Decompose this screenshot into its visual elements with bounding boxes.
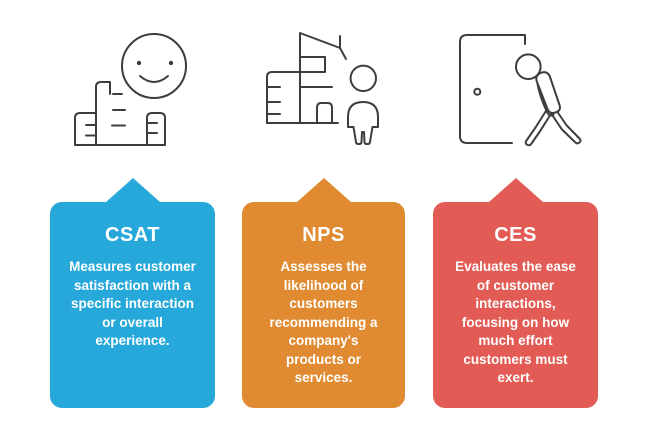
- csat-card-description: Measures customer satisfaction with a sp…: [69, 259, 196, 348]
- survey-left-box: [74, 112, 97, 146]
- survey-right-ticks: [146, 122, 158, 134]
- ces-card-pointer: [488, 178, 543, 202]
- smiley-right-eye: [168, 60, 174, 66]
- nps-card-description: Assesses the likelihood of customers rec…: [269, 259, 378, 385]
- door-effort-icon: [459, 34, 582, 147]
- smiley-left-eye: [136, 60, 142, 66]
- person-arm: [536, 83, 555, 117]
- survey-panel: [95, 81, 111, 146]
- building-customer-icon: [266, 32, 379, 145]
- ces-card-description: Evaluates the ease of customer interacti…: [455, 259, 576, 385]
- survey-right-box: [146, 112, 166, 146]
- person-head: [515, 53, 542, 81]
- smiley-smile: [139, 75, 169, 83]
- ces-card: CES Evaluates the ease of customer inter…: [433, 202, 598, 408]
- csat-card-pointer: [105, 178, 160, 202]
- survey-lines: [111, 93, 126, 127]
- building-window: [299, 56, 326, 73]
- customer-body: [347, 101, 379, 145]
- nps-card-title: NPS: [302, 224, 345, 246]
- customer-head: [349, 64, 378, 92]
- survey-left-ticks: [85, 124, 97, 137]
- building-doorway: [316, 102, 333, 124]
- survey-smiley-icon: [74, 33, 187, 146]
- building-left-block: [266, 71, 301, 124]
- door-knob: [473, 87, 482, 96]
- building-left-ticks: [266, 86, 281, 115]
- person-front-leg: [549, 107, 582, 145]
- nps-card: NPS Assesses the likelihood of customers…: [242, 202, 405, 408]
- building-tower: [299, 32, 347, 124]
- nps-card-pointer: [296, 178, 351, 202]
- smiley-face: [121, 33, 187, 99]
- csat-card: CSAT Measures customer satisfaction with…: [50, 202, 215, 408]
- door-outline: [459, 34, 526, 144]
- csat-card-title: CSAT: [105, 224, 160, 246]
- ces-card-title: CES: [494, 224, 537, 246]
